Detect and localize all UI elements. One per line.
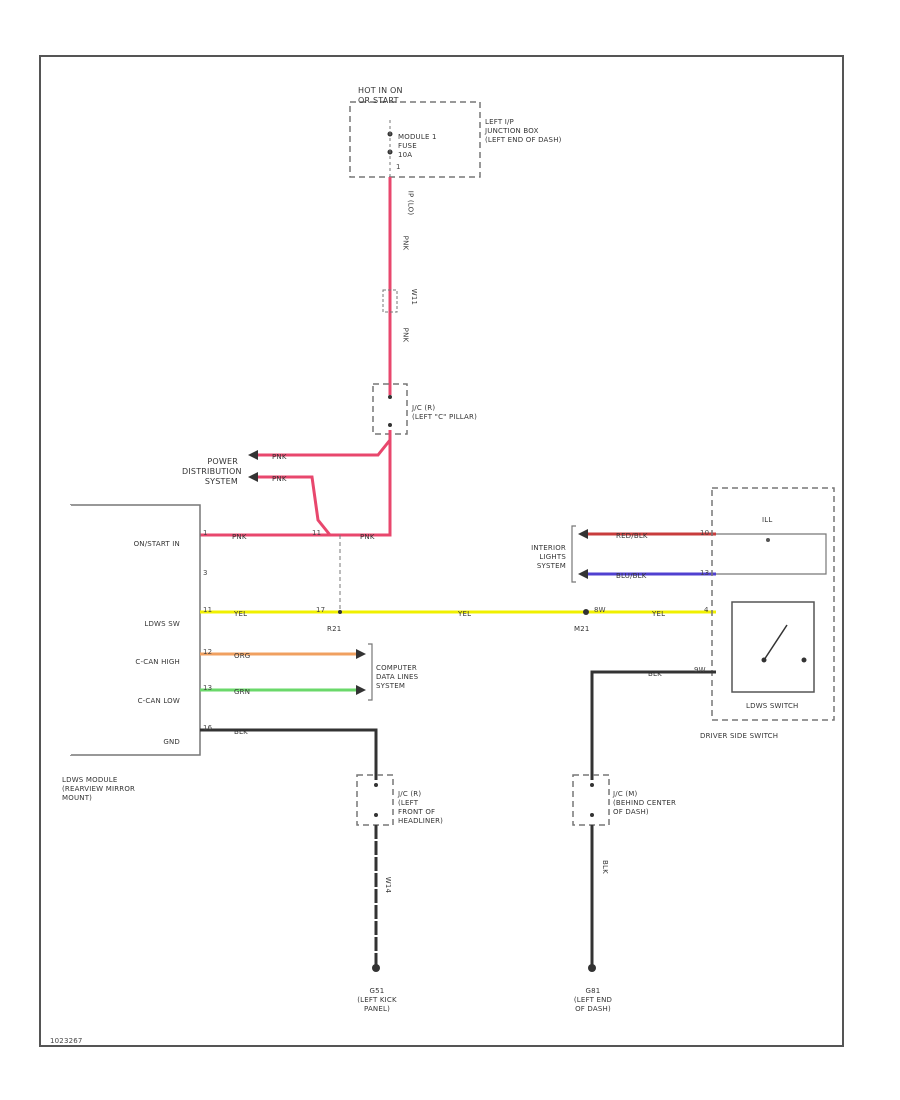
fuse-box-outline [349, 101, 481, 178]
ill-label: ILL [762, 516, 773, 524]
ldws-module-outline [70, 504, 201, 756]
interior-arrow-2 [578, 569, 588, 579]
pin-m21-yel: 8W [594, 606, 606, 614]
pin-unused: 3 [203, 569, 208, 577]
fuse-label: MODULE 1 FUSE 10A [398, 133, 437, 159]
wire-label-blk-3: BLK [600, 860, 609, 874]
driver-switch-outline [711, 487, 835, 721]
pin-r21-pnk: 11 [312, 529, 322, 537]
wire-label-pnk-2: PNK [272, 475, 287, 483]
module-pin-can-low: C-CAN LOW [137, 697, 180, 705]
ldws-switch-contact-2 [801, 657, 807, 663]
jc-dash-outline [572, 774, 610, 826]
interior-lights-label: INTERIOR LIGHTS SYSTEM [531, 544, 566, 570]
wire-label-grn: GRN [234, 688, 251, 696]
driver-switch-label: DRIVER SIDE SWITCH [700, 732, 779, 740]
wire-label-ip-lo: IP (LO) [406, 190, 415, 216]
ldws-switch-box [731, 601, 815, 693]
module-pin-on-start: ON/START IN [133, 540, 180, 548]
can-low-arrow [356, 685, 366, 695]
interior-arrow-1 [578, 529, 588, 539]
wire-label-org: ORG [234, 652, 251, 660]
ground-g81 [588, 964, 596, 972]
wire-label-blk-2: BLK [648, 670, 662, 678]
wire-label-blu-blk: BLU/BLK [616, 572, 647, 580]
power-dist-arrow-2 [248, 472, 258, 482]
pnk-wire-to-power-dist-1 [258, 430, 392, 457]
pin-can-low: 13 [203, 684, 213, 692]
pin-gnd: 16 [203, 724, 213, 732]
pin-switch-yel: 4 [704, 606, 709, 614]
pin-can-high: 12 [203, 648, 213, 656]
figure-id: 1023267 [50, 1037, 83, 1045]
ldws-switch-label: LDWS SWITCH [746, 702, 799, 710]
blk-wire-switch-gnd [590, 670, 716, 780]
r21-splice-dot [338, 610, 342, 614]
jc-dash-dot-bottom [590, 813, 594, 817]
jc-headliner-dot-bottom [374, 813, 378, 817]
wire-label-yel-2: YEL [458, 610, 472, 618]
wire-label-w14: W14 [384, 876, 393, 894]
wire-label-pnk-3: PNK [232, 533, 247, 541]
pnk-wire-to-power-dist-2 [340, 440, 392, 537]
module-pin-ldws-sw: LDWS SW [144, 620, 180, 628]
module-name-label: LDWS MODULE (REARVIEW MIRROR MOUNT) [62, 776, 136, 802]
fuse-box-label: LEFT I/P JUNCTION BOX (LEFT END OF DASH) [485, 118, 562, 144]
wire-label-yel-3: YEL [652, 610, 666, 618]
diagram-frame [39, 55, 844, 1047]
hot-in-on-label: HOT IN ON OR START [358, 86, 403, 105]
wire-label-yel-1: YEL [234, 610, 248, 618]
pin-r21-yel: 17 [316, 606, 326, 614]
jc-pillar-dot-bottom [388, 423, 392, 427]
ill-lamp-symbol [766, 538, 770, 542]
wire-label-w11: W11 [410, 288, 419, 306]
blk-wire-module-gnd [200, 728, 378, 780]
jc-headliner-label: J/C (R) (LEFT FRONT OF HEADLINER) [398, 790, 444, 825]
connector-m21-label: M21 [574, 625, 590, 633]
jc-headliner-dot-top [374, 783, 378, 787]
pin-switch-blk: 9W [694, 666, 706, 674]
ground-g51-label: G51 (LEFT KICK PANEL) [357, 987, 397, 1013]
wire-label-pnk-1: PNK [272, 453, 287, 461]
can-high-arrow [356, 649, 366, 659]
ground-g51 [372, 964, 380, 972]
pin-on-start: 1 [203, 529, 208, 537]
connector-w11 [382, 289, 398, 313]
wire-label-pnk-v2: PNK [401, 327, 410, 343]
wire-label-pnk-v1: PNK [401, 235, 410, 251]
wire-label-blk-1: BLK [234, 728, 248, 736]
jc-pillar-label: J/C (R) (LEFT "C" PILLAR) [412, 404, 478, 421]
wire-label-pnk-4: PNK [360, 533, 375, 541]
module-pin-can-high: C-CAN HIGH [135, 658, 180, 666]
computer-data-label: COMPUTER DATA LINES SYSTEM [376, 664, 419, 690]
wire-label-red-blk: RED/BLK [616, 532, 648, 540]
pin-fuse: 1 [396, 163, 401, 171]
power-dist-label: POWER DISTRIBUTION SYSTEM [182, 457, 242, 486]
power-dist-arrow-1 [248, 450, 258, 460]
pnk-wire-splice-up [258, 475, 332, 536]
jc-dash-label: J/C (M) (BEHIND CENTER OF DASH) [613, 790, 677, 816]
ldws-switch-blade [763, 624, 788, 661]
pin-switch-redblk: 10 [700, 529, 710, 537]
connector-r21-label: R21 [327, 625, 342, 633]
pin-switch-blublk: 13 [700, 569, 710, 577]
jc-pillar-dot-top [388, 395, 392, 399]
jc-dash-dot-top [590, 783, 594, 787]
ill-lamp-loop [716, 533, 827, 575]
jc-headliner-outline [356, 774, 394, 826]
pin-ldws-sw: 11 [203, 606, 213, 614]
ground-g81-label: G81 (LEFT END OF DASH) [573, 987, 613, 1013]
interior-bracket [571, 525, 576, 583]
module-pin-gnd: GND [163, 738, 180, 746]
splice-mr1-dot [583, 609, 589, 615]
computer-data-bracket [368, 643, 373, 701]
